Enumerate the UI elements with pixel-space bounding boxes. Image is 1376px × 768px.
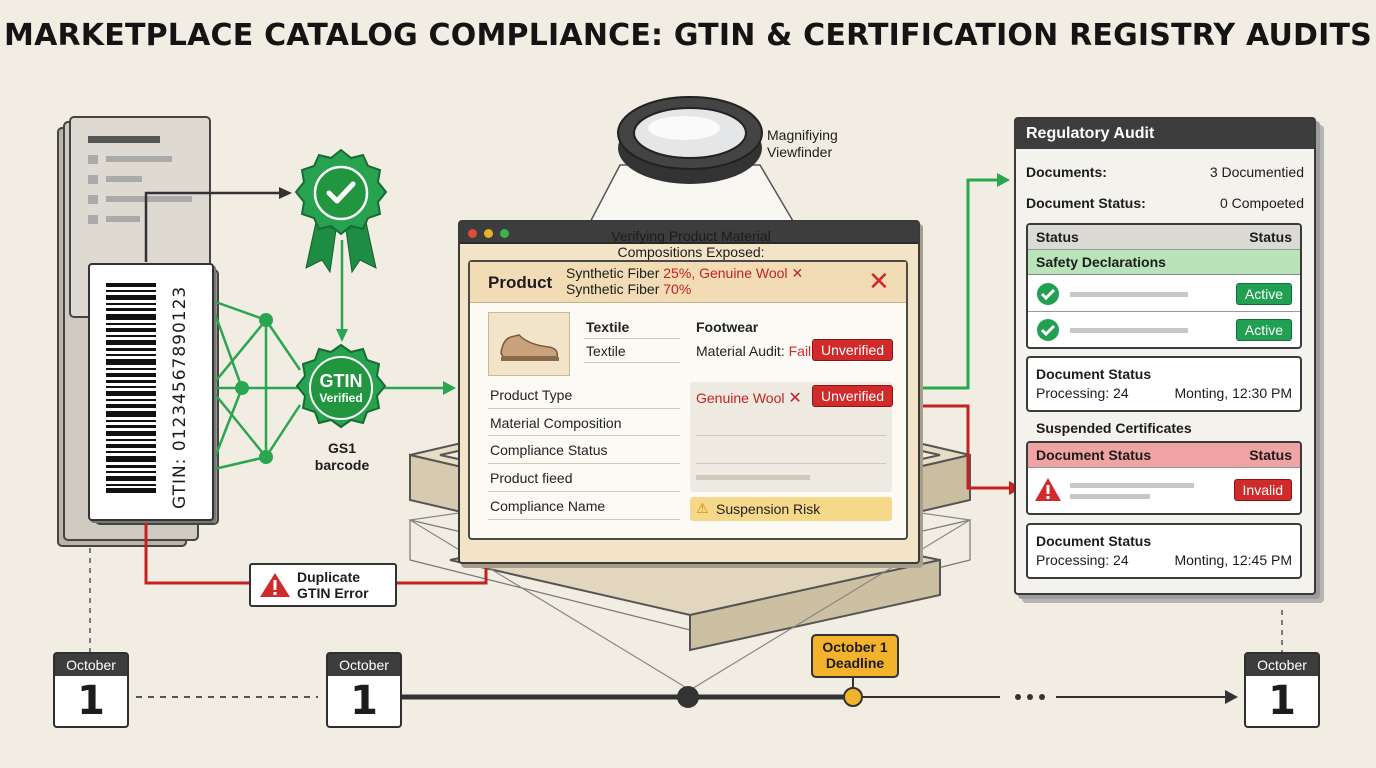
suspension-risk-text: Suspension Risk bbox=[716, 501, 821, 517]
calendar-icon-2: October 1 bbox=[326, 652, 402, 728]
unverified-badge-2: Unverified bbox=[812, 385, 894, 407]
check-circle-icon bbox=[1037, 319, 1059, 341]
deadline-callout: October 1 Deadline bbox=[811, 634, 899, 678]
badge-line1: GTIN bbox=[319, 371, 363, 391]
product-header-title: Product bbox=[488, 273, 553, 292]
table2-col2: Status bbox=[1249, 447, 1292, 463]
x-mark-icon: ✕ bbox=[788, 390, 802, 407]
documents-label: Documents: bbox=[1026, 164, 1107, 180]
invalid-badge: Invalid bbox=[1233, 479, 1292, 501]
calendar-icon-3: October 1 bbox=[1244, 652, 1320, 728]
check-circle-icon bbox=[1037, 283, 1059, 305]
close-dot-icon[interactable] bbox=[468, 229, 477, 238]
safety-table: Status Status Safety Declarations Active… bbox=[1026, 223, 1302, 349]
unverified-badge-1: Unverified bbox=[812, 339, 894, 361]
close-x-icon[interactable]: ✕ bbox=[868, 266, 890, 296]
gtin-verified-badge: GTIN Verified bbox=[311, 372, 371, 406]
gs1-caption-line2: barcode bbox=[314, 457, 370, 473]
calendar-month-3: October bbox=[1246, 654, 1318, 676]
audit-header: Regulatory Audit bbox=[1016, 119, 1314, 149]
synthetic1-pct: 25%, bbox=[663, 265, 696, 281]
suspended-certificates-label: Suspended Certificates bbox=[1036, 420, 1192, 436]
box1-title: Document Status bbox=[1036, 366, 1152, 382]
safety-declarations: Safety Declarations bbox=[1036, 254, 1166, 270]
barcode-card: GTIN: 01234567890123 bbox=[88, 263, 214, 521]
verify-line1: Verifying Product Material bbox=[611, 228, 771, 244]
page-title: MARKETPLACE CATALOG COMPLIANCE: GTIN & C… bbox=[4, 18, 1372, 53]
duplicate-gtin-error: Duplicate GTIN Error bbox=[249, 563, 397, 607]
document-status-box-2: Document Status Processing: 24 Monting, … bbox=[1026, 523, 1302, 579]
gs1-caption-line1: GS1 bbox=[327, 440, 356, 456]
active-badge-2: Active bbox=[1235, 319, 1292, 341]
doc-status-label: Document Status: bbox=[1026, 195, 1146, 211]
box2-title: Document Status bbox=[1036, 533, 1152, 549]
box2-time: Monting, 12:45 PM bbox=[1174, 552, 1292, 568]
synthetic2-pct: 70% bbox=[663, 281, 692, 297]
regulatory-audit-panel: Regulatory Audit Documents: 3 Documentie… bbox=[1014, 117, 1316, 595]
shoe-thumbnail bbox=[488, 312, 570, 376]
verify-genuine-wool: Genuine Wool bbox=[699, 265, 788, 281]
col1-value: Textile bbox=[586, 343, 626, 359]
row-product-type: Product Type bbox=[490, 387, 573, 403]
calendar-day-1: 1 bbox=[77, 678, 105, 724]
col1-header: Textile bbox=[586, 319, 630, 335]
warning-triangle-icon bbox=[1035, 478, 1061, 501]
box1-processing: Processing: 24 bbox=[1036, 385, 1129, 401]
calendar-day-2: 1 bbox=[350, 678, 378, 724]
composition-readout: Synthetic Fiber 25%, Genuine Wool ✕ Synt… bbox=[566, 265, 803, 297]
row-product-feed: Product fieed bbox=[490, 470, 573, 486]
material-audit-label: Material Audit: bbox=[696, 343, 785, 359]
barcode-icon bbox=[106, 283, 156, 493]
synthetic2-label: Synthetic Fiber bbox=[566, 281, 660, 297]
table1-col2: Status bbox=[1249, 229, 1292, 245]
duplicate-line2: GTIN Error bbox=[297, 585, 369, 601]
calendar-icon-1: October 1 bbox=[53, 652, 129, 728]
material-audit-fail: Fail bbox=[788, 343, 812, 359]
box1-time: Monting, 12:30 PM bbox=[1174, 385, 1292, 401]
suspended-table: Document Status Status Invalid bbox=[1026, 441, 1302, 515]
active-badge-1: Active bbox=[1235, 283, 1292, 305]
documents-value: 3 Documentied bbox=[1209, 164, 1304, 180]
verify-heading: Verifying Product Material Compositions … bbox=[566, 228, 816, 260]
browser-chrome bbox=[460, 222, 918, 244]
badge-line2: Verified bbox=[319, 391, 363, 405]
magnifier-label-line1: Magnifiying bbox=[767, 127, 838, 143]
maximize-dot-icon[interactable] bbox=[500, 229, 509, 238]
product-panel: Product ✕ Textile Textile Footwear Mater… bbox=[468, 260, 908, 540]
synthetic1-label: Synthetic Fiber bbox=[566, 265, 660, 281]
warning-triangle-icon: ⚠ bbox=[696, 500, 709, 516]
minimize-dot-icon[interactable] bbox=[484, 229, 493, 238]
duplicate-line1: Duplicate bbox=[297, 569, 361, 585]
audit-title: Regulatory Audit bbox=[1026, 125, 1155, 142]
table1-col1: Status bbox=[1036, 229, 1079, 245]
row-material-composition: Material Composition bbox=[490, 415, 622, 431]
box2-processing: Processing: 24 bbox=[1036, 552, 1129, 568]
x-mark-icon: ✕ bbox=[791, 265, 804, 281]
document-status-box-1: Document Status Processing: 24 Monting, … bbox=[1026, 356, 1302, 412]
genuine-wool-text: Genuine Wool bbox=[696, 390, 785, 406]
product-panel-header: Product ✕ bbox=[470, 262, 906, 303]
suspension-risk-banner: ⚠ Suspension Risk bbox=[690, 497, 892, 521]
genuine-wool-flag: Genuine Wool ✕ bbox=[696, 388, 802, 408]
magnifier-label-line2: Viewfinder bbox=[767, 144, 833, 160]
warning-triangle-icon bbox=[260, 573, 290, 597]
table2-col1: Document Status bbox=[1036, 447, 1152, 463]
verify-line2: Compositions Exposed: bbox=[617, 244, 765, 260]
row-compliance-name: Compliance Name bbox=[490, 498, 606, 514]
gs1-caption: GS1 barcode bbox=[300, 440, 384, 474]
deadline-line2: Deadline bbox=[825, 655, 885, 671]
calendar-day-3: 1 bbox=[1268, 678, 1296, 724]
col2-header: Footwear bbox=[696, 319, 759, 335]
row-compliance-status: Compliance Status bbox=[490, 442, 608, 458]
doc-status-value: 0 Compoeted bbox=[1219, 195, 1304, 211]
calendar-month-1: October bbox=[55, 654, 127, 676]
shoe-icon bbox=[500, 334, 559, 361]
calendar-month-2: October bbox=[328, 654, 400, 676]
deadline-line1: October 1 bbox=[822, 639, 888, 655]
material-audit-line: Material Audit: Fail bbox=[696, 343, 811, 359]
gtin-number: GTIN: 01234567890123 bbox=[170, 285, 190, 509]
gtin-verified-badge-icon bbox=[295, 343, 387, 429]
magnifier-label: Magnifiying Viewfinder bbox=[767, 127, 838, 161]
certificate-badge-icon bbox=[294, 148, 388, 274]
